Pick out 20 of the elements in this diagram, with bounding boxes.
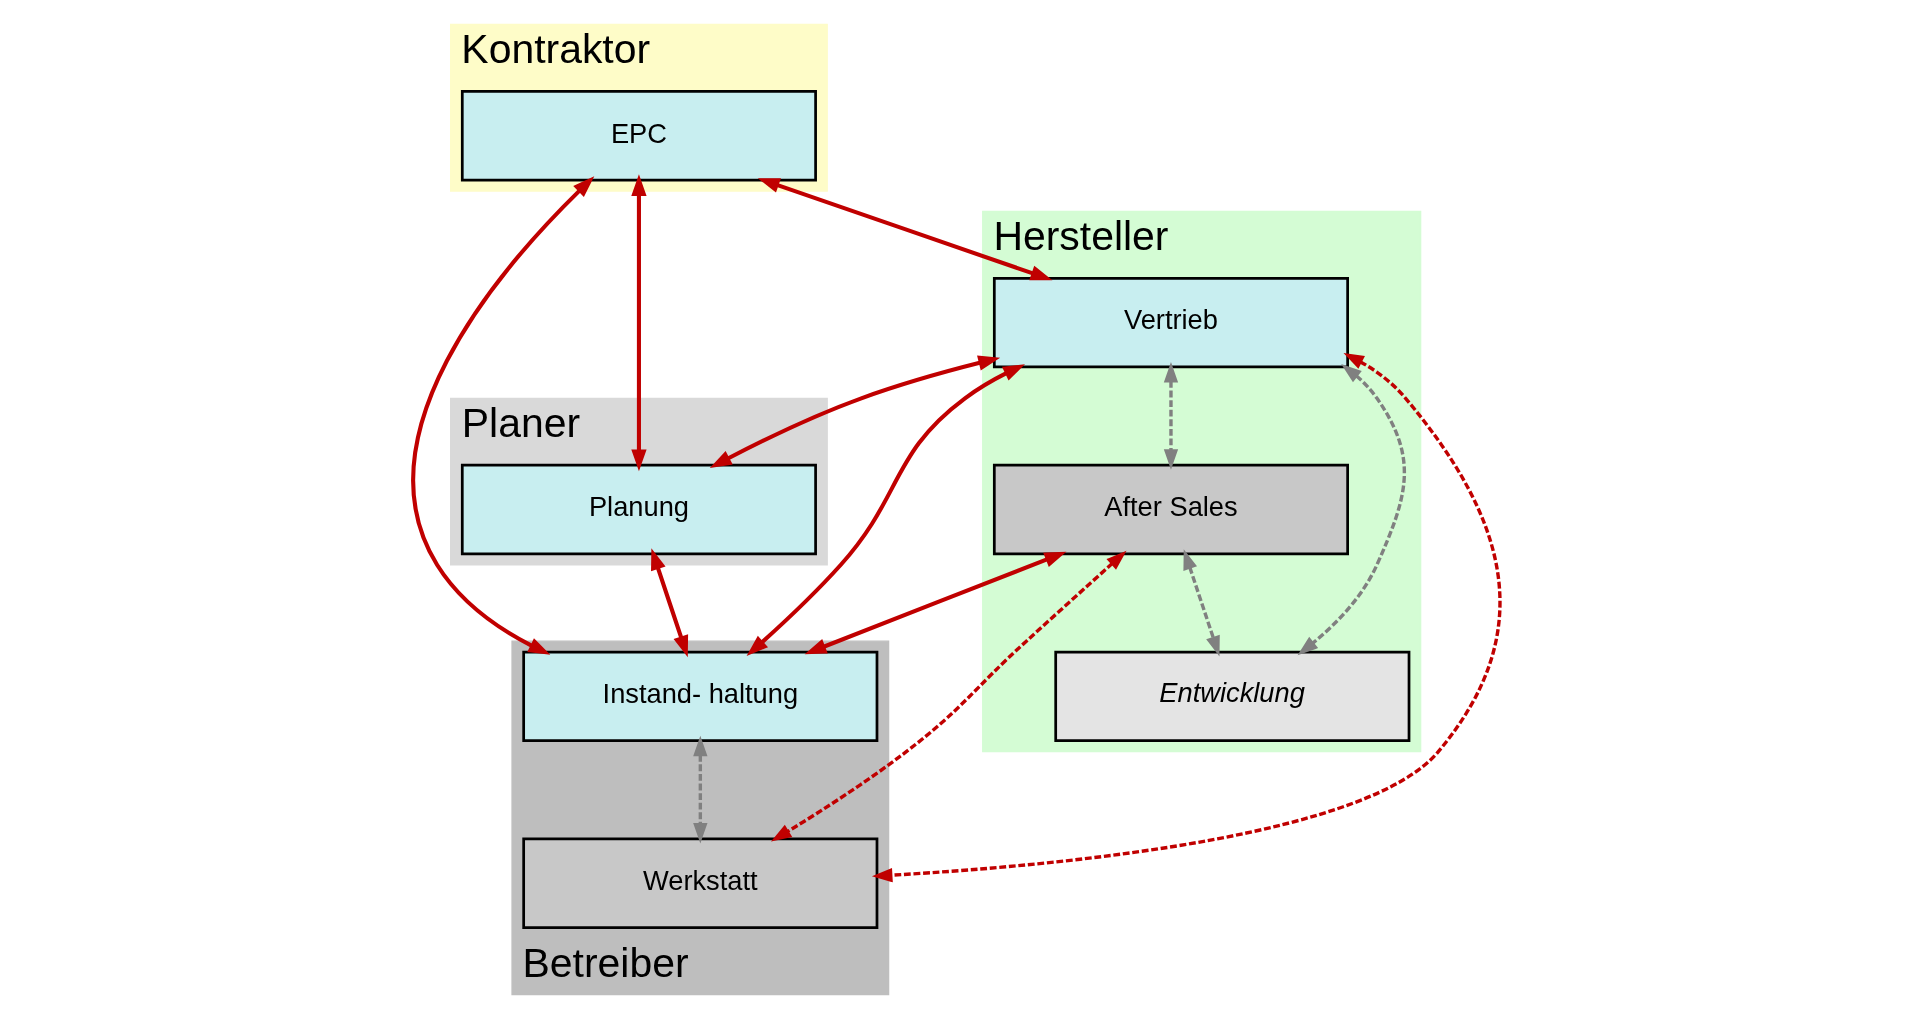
arrow — [804, 551, 1067, 655]
node-box: Instand- haltung — [522, 650, 879, 743]
node-box: Vertrieb — [992, 276, 1349, 369]
node-box: Werkstatt — [522, 837, 879, 929]
arrow — [709, 355, 1001, 469]
node-box: After Sales — [992, 463, 1349, 556]
arrow — [746, 364, 1025, 656]
node-box: EPC — [460, 90, 817, 182]
arrow — [771, 550, 1127, 842]
arrow — [651, 548, 689, 658]
arrow — [871, 353, 1502, 883]
arrow — [411, 176, 595, 655]
arrow — [757, 178, 1053, 281]
arrow — [1183, 549, 1220, 657]
node-box: Entwicklung — [1054, 650, 1411, 743]
arrow — [631, 174, 647, 472]
node-box: Planung — [460, 463, 817, 556]
arrow — [693, 735, 708, 844]
arrow — [1163, 362, 1179, 470]
arrow — [1297, 364, 1406, 656]
